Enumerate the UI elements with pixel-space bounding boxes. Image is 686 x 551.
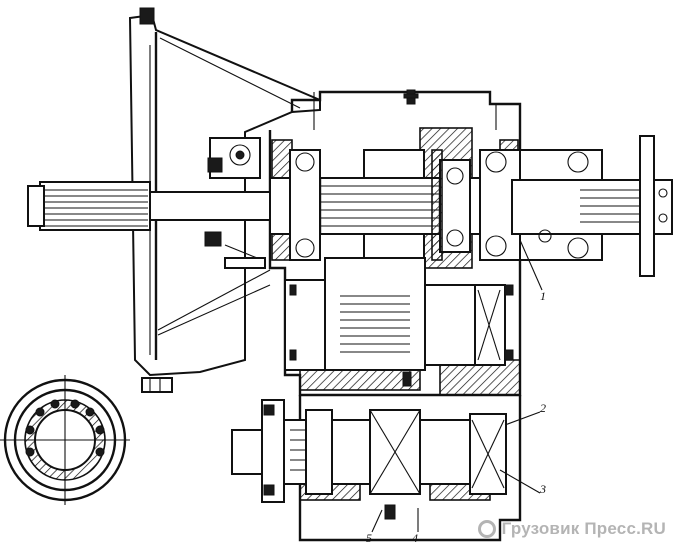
watermark-logo-icon (477, 520, 496, 538)
callout-2: 2 (540, 401, 546, 415)
callout-4: 4 (412, 531, 418, 545)
callout-3: 3 (539, 482, 546, 496)
countershaft-gears (284, 257, 514, 371)
callout-5: 5 (366, 531, 372, 545)
output-shaft-upper (479, 135, 673, 277)
callout-1: 1 (540, 289, 546, 303)
watermark-brand: Грузовик Пресс (501, 519, 637, 538)
watermark-domain: .RU (636, 519, 666, 538)
side-view-bearing-inset (0, 375, 130, 505)
callout-leaders (371, 239, 543, 533)
upper-gear-train (289, 149, 471, 261)
input-shaft (27, 177, 481, 235)
output-shaft-lower (231, 371, 507, 520)
watermark: Грузовик Пресс.RU (477, 519, 666, 539)
gearbox-casing (268, 89, 522, 542)
release-mechanism (204, 137, 266, 269)
